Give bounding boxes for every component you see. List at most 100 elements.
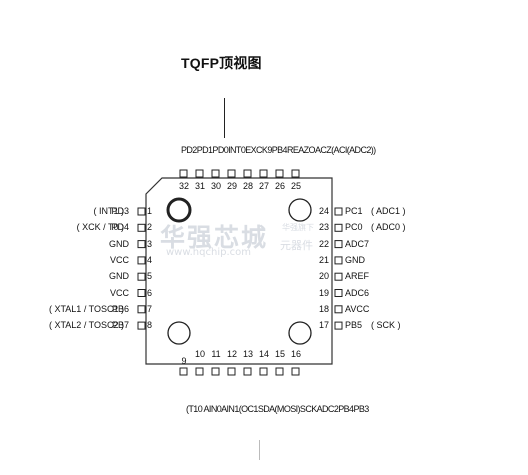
top-pad-26 — [275, 169, 284, 178]
bottom-pad-14 — [259, 367, 268, 376]
left-pin-name-3: GND — [109, 238, 129, 249]
left-pin-number-2: 2 — [147, 222, 153, 233]
top-pad-25 — [291, 169, 300, 178]
right-pin-name-24: PC1 — [345, 206, 363, 216]
left-pin-function-8: ( XTAL2 / TOSC2 ) — [48, 320, 124, 331]
right-pad-17 — [334, 321, 343, 330]
left-pad-1 — [137, 207, 146, 216]
top-pad-29 — [227, 169, 236, 178]
bottom-pin-number-10: 10 — [194, 349, 205, 359]
right-pin-number-17: 17 — [318, 320, 329, 331]
right-pad-23 — [334, 223, 343, 232]
bottom-pad-11 — [211, 367, 220, 376]
right-pin-function-23: ( ADC0 ) — [371, 222, 406, 233]
top-pin-number-32: 32 — [178, 181, 189, 191]
left-pin-number-7: 7 — [147, 303, 153, 314]
left-pin-name-5: GND — [109, 271, 129, 282]
right-pin-number-22: 22 — [318, 238, 329, 249]
chip-body — [145, 177, 333, 365]
right-pad-22 — [334, 240, 343, 249]
bottom-pad-12 — [227, 367, 236, 376]
bottom-pad-13 — [243, 367, 252, 376]
right-pin-name-23: PC0 — [345, 222, 363, 233]
bottom-pin-number-9: 9 — [181, 356, 187, 366]
bottom-pin-number-11: 11 — [211, 349, 221, 359]
left-pin-name-4: VCC — [109, 254, 129, 265]
diagram-title: TQFP顶视图 — [181, 55, 262, 71]
top-pad-28 — [243, 169, 252, 178]
left-pad-4 — [137, 256, 146, 265]
mount-hole-bottom-left — [167, 321, 191, 345]
left-pad-5 — [137, 272, 146, 281]
left-pin-number-6: 6 — [147, 287, 153, 298]
left-pin-number-4: 4 — [147, 254, 153, 265]
right-pin-name-17: PB5 — [345, 320, 363, 331]
left-pin-number-3: 3 — [147, 238, 153, 249]
bottom-tick-line — [259, 440, 260, 460]
bottom-pad-10 — [195, 367, 204, 376]
bottom-pad-9 — [179, 367, 188, 376]
top-pin-number-26: 26 — [274, 181, 285, 191]
right-pin-number-24: 24 — [318, 206, 329, 216]
right-pin-number-18: 18 — [318, 303, 329, 314]
title-leader-line — [224, 98, 225, 138]
left-pin-function-1: ( INT1 ) — [93, 206, 125, 216]
bottom-pad-16 — [291, 367, 300, 376]
left-pin-function-7: ( XTAL1 / TOSC1 ) — [48, 303, 124, 314]
top-pin-number-31: 31 — [194, 181, 205, 191]
right-pin-function-24: ( ADC1 ) — [371, 206, 406, 216]
right-pad-20 — [334, 272, 343, 281]
left-pad-7 — [137, 305, 146, 314]
bottom-pin-number-14: 14 — [258, 349, 269, 359]
top-pin-number-25: 25 — [290, 181, 301, 191]
left-pad-6 — [137, 289, 146, 297]
left-pad-3 — [137, 240, 146, 249]
left-pad-2 — [137, 223, 146, 232]
left-pin-name-7: PB6 — [111, 303, 129, 314]
left-pin-number-5: 5 — [147, 271, 153, 282]
bottom-pin-number-13: 13 — [242, 349, 253, 359]
left-pin-number-8: 8 — [147, 320, 153, 331]
top-pad-27 — [259, 169, 268, 178]
right-pad-21 — [334, 256, 343, 265]
right-pin-name-21: GND — [345, 254, 365, 265]
pin1-indicator-dot — [166, 197, 192, 223]
bottom-signal-names: (T10 AIN0AIN1(OC1SDA(MOSI)SCKADC2PB4PB3 — [186, 404, 369, 414]
left-pin-name-2: PD4 — [111, 222, 129, 233]
right-pin-number-23: 23 — [318, 222, 329, 233]
left-pin-name-6: VCC — [109, 287, 129, 298]
watermark-side-2: 元器件 — [280, 239, 313, 252]
top-pad-31 — [195, 169, 204, 178]
right-pin-number-19: 19 — [318, 287, 329, 298]
top-pin-number-29: 29 — [226, 181, 237, 191]
right-pin-name-19: ADC6 — [345, 287, 370, 298]
bottom-pad-15 — [275, 367, 284, 376]
top-pin-number-30: 30 — [210, 181, 221, 191]
left-pin-number-1: 1 — [147, 206, 153, 216]
bottom-pin-number-12: 12 — [226, 349, 237, 359]
mount-hole-bottom-right — [288, 321, 312, 345]
right-pad-18 — [334, 305, 343, 314]
watermark-side-1: 华强旗下 — [282, 223, 314, 232]
watermark-main: 华强芯城 — [160, 223, 269, 252]
top-signal-names: PD2PD1PD0INT0EXCK9PB4REAZOACZ(ACI(ADC2)) — [181, 145, 376, 155]
left-pad-8 — [137, 321, 146, 330]
mount-hole-top-right — [288, 198, 312, 222]
bottom-pin-number-15: 15 — [274, 349, 285, 359]
bottom-pin-number-16: 16 — [290, 349, 301, 359]
right-pin-number-21: 21 — [318, 254, 329, 265]
top-pin-number-27: 27 — [258, 181, 269, 191]
right-pin-function-17: ( SCK ) — [371, 320, 401, 331]
left-pin-name-8: PB7 — [111, 320, 129, 331]
top-pad-32 — [179, 169, 188, 178]
top-pad-30 — [211, 169, 220, 178]
right-pin-name-22: ADC7 — [345, 238, 370, 249]
left-pin-name-1: PD3 — [111, 206, 129, 216]
top-pin-number-28: 28 — [242, 181, 253, 191]
right-pin-name-20: AREF — [345, 271, 370, 282]
watermark-url: www.hqchip.com — [166, 247, 251, 258]
left-pin-function-2: ( XCK / T0 ) — [76, 222, 124, 233]
right-pad-19 — [334, 289, 343, 297]
right-pin-number-20: 20 — [318, 271, 329, 282]
